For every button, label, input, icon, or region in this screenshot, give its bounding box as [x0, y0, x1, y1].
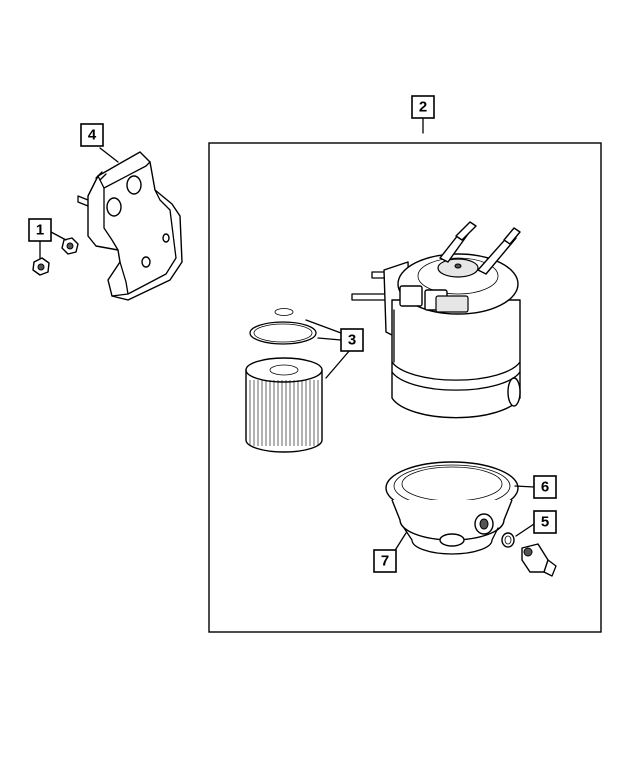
nuts	[32, 237, 79, 276]
filter-element	[245, 308, 323, 453]
callout-7-label: 7	[381, 553, 389, 570]
callout-6: 6	[533, 475, 557, 499]
callout-5: 5	[533, 510, 557, 534]
filter-housing	[351, 221, 521, 419]
callout-4-label: 4	[88, 127, 97, 144]
callout-5-label: 5	[541, 514, 549, 531]
drain-valve	[501, 532, 557, 577]
assembly-frame	[208, 142, 602, 633]
callout-2: 2	[411, 95, 435, 119]
callout-1-label: 1	[36, 222, 44, 239]
callout-1: 1	[28, 218, 52, 242]
callout-6-label: 6	[541, 479, 549, 496]
callout-7: 7	[373, 549, 397, 573]
leader-lines	[39, 117, 535, 553]
callout-2-label: 2	[419, 99, 427, 116]
callout-3-label: 3	[348, 332, 356, 349]
filter-bowl	[391, 499, 513, 555]
mounting-bracket	[77, 151, 183, 301]
callout-4: 4	[80, 123, 104, 147]
callout-3: 3	[340, 328, 364, 352]
